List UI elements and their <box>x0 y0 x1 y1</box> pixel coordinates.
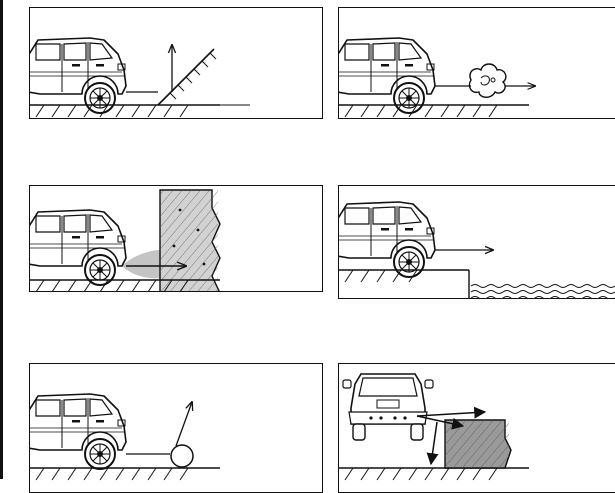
ground-hatch <box>30 105 220 117</box>
panel-smoke <box>338 7 615 119</box>
smoke-cloud-icon <box>469 64 505 97</box>
suv-rear-view <box>343 374 433 440</box>
suv-side-view <box>339 38 435 113</box>
diagonal-arrow-icon <box>176 402 192 446</box>
suv-side-view <box>30 38 126 113</box>
suv-side-view <box>30 394 126 469</box>
hatched-block-icon <box>445 420 511 468</box>
panel-rear-block <box>338 363 615 493</box>
panel-water <box>338 185 615 299</box>
page-left-rule <box>0 0 3 479</box>
wall-block-icon <box>160 190 220 292</box>
panel-wall <box>29 185 323 292</box>
panel-ball <box>29 363 323 493</box>
ground-hatch <box>30 468 220 480</box>
ground-hatch <box>339 105 529 117</box>
ball-icon <box>171 445 193 467</box>
suv-side-view <box>339 202 435 277</box>
suv-side-view <box>30 210 126 285</box>
panel-ramp <box>29 7 323 119</box>
ground-hatch <box>339 468 529 480</box>
water-waves-icon <box>471 285 615 300</box>
